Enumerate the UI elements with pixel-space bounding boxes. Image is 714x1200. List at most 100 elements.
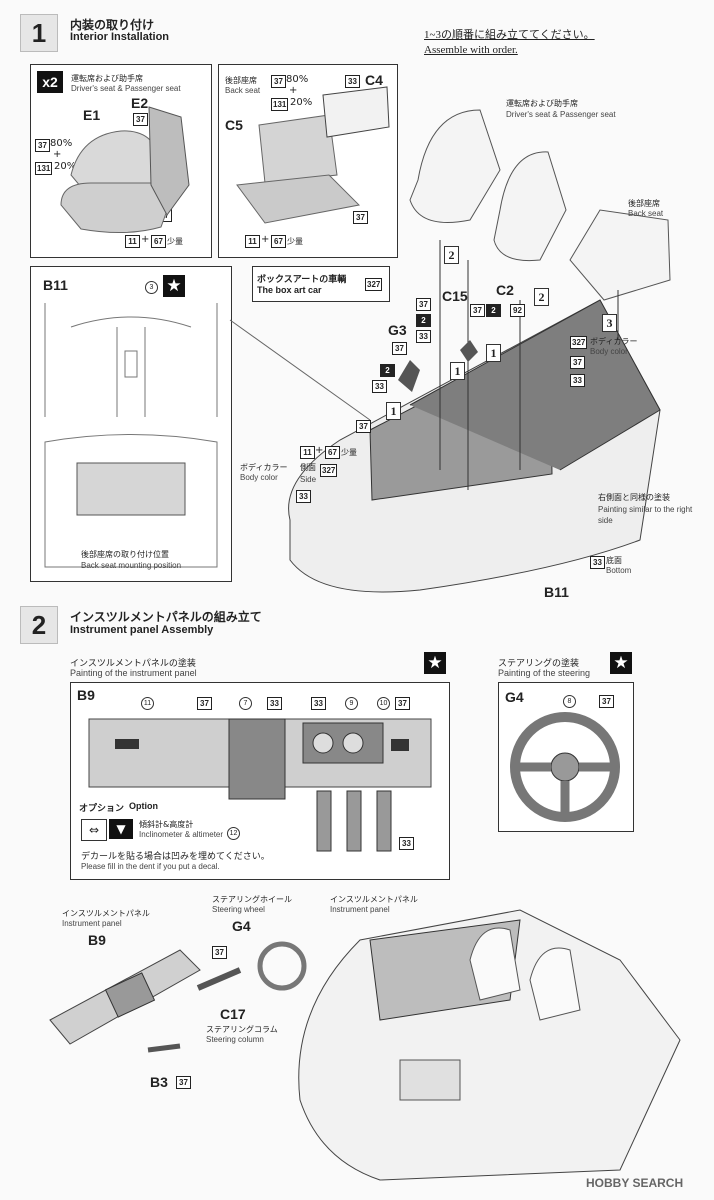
part-c15-label: C15 xyxy=(442,288,468,304)
part-c17-label: C17 xyxy=(220,1006,246,1022)
sequence-1-marker: 1 xyxy=(486,344,501,362)
front-seats-main-en: Driver's seat & Passenger seat xyxy=(506,110,616,119)
part-c5-label: C5 xyxy=(225,117,243,133)
steering-paint-box: G4 8 37 xyxy=(498,682,634,832)
paint-33-chip: 33 xyxy=(267,697,282,710)
box-art-label-jp: ボックスアートの車輌 xyxy=(257,275,347,285)
paint-37-chip: 37 xyxy=(133,113,148,126)
dent-icon: ▼ xyxy=(109,819,133,839)
steering-column-label-jp: ステアリングコラム xyxy=(206,1025,278,1034)
paint-37-chip: 37 xyxy=(570,356,585,369)
body-color-code-chip: 327 xyxy=(570,336,588,349)
c4-paint-chip: 33 xyxy=(345,75,360,88)
mix-b-code: 131 xyxy=(35,162,53,175)
part-e1-label: E1 xyxy=(83,107,101,123)
mix-b-pct: 20% xyxy=(290,97,313,108)
side-jp: 側面 xyxy=(300,463,316,472)
panel-paint-label-jp: インスツルメントパネルの塗装 xyxy=(70,659,196,669)
paint-37-chip: 37 xyxy=(599,695,614,708)
sequence-2-marker: 2 xyxy=(444,246,459,264)
part-b9-assembly-label: B9 xyxy=(88,932,106,948)
panel2-label-jp: インスツルメントパネル xyxy=(330,895,418,904)
inclinometer-en: Inclinometer & altimeter xyxy=(139,830,224,839)
back-seat-box: 後部座席 Back seat 37 80% + 131 20% 33 C4 C5… xyxy=(218,64,398,258)
mix-plus: + xyxy=(53,149,62,160)
part-g4-assembly-label: G4 xyxy=(232,918,251,934)
steering-paint-label-jp: ステアリングの塗装 xyxy=(498,659,580,669)
b11-view-box: B11 3 ★ 後部座席の取り付け位置 Back seat mounting p… xyxy=(30,266,232,582)
back-seat-position-jp: 後部座席の取り付け位置 xyxy=(81,550,169,559)
b3-paint-chip: 37 xyxy=(176,1076,191,1089)
panel-assembly-label-en: Instrument panel xyxy=(62,919,122,928)
mix-plus: + xyxy=(289,85,298,96)
panel2-label-en: Instrument panel xyxy=(330,905,390,914)
mix-a-pct: 80% xyxy=(50,138,73,149)
paint-37-chip: 37 xyxy=(470,304,485,317)
box-art-label-en: The box art car xyxy=(257,285,322,295)
option-label-jp: オプション xyxy=(79,804,125,814)
back-seat-label-en: Back seat xyxy=(225,86,261,95)
order-note-en: Assemble with order. xyxy=(424,44,518,56)
panel-paint-box: B9 11 37 7 33 33 9 10 37 オプション Option ⇔ … xyxy=(70,682,450,880)
paint-33-chip: 33 xyxy=(416,330,431,343)
box-art-code-chip: 327 xyxy=(365,278,383,291)
star-icon: ★ xyxy=(424,652,446,674)
step-2-title-jp: インスツルメントパネルの組み立て xyxy=(70,610,262,624)
combo-b-chip: 67 xyxy=(271,235,286,248)
paint-33-chip: 33 xyxy=(372,380,387,393)
step-1-title-jp: 内装の取り付け xyxy=(70,18,155,32)
sequence-1-marker: 1 xyxy=(386,402,401,420)
part-g3-label: G3 xyxy=(388,322,407,338)
box-art-box: ボックスアートの車輌 The box art car 327 xyxy=(252,266,390,302)
panel-assembly-label-jp: インスツルメントパネル xyxy=(62,909,150,918)
circle-11: 11 xyxy=(141,697,154,710)
back-seat-position-en: Back seat mounting position xyxy=(81,561,182,570)
part-c4-label: C4 xyxy=(365,72,383,88)
option-label-en: Option xyxy=(129,801,158,811)
hobby-search-watermark: HOBBY SEARCH xyxy=(586,1176,684,1190)
step-1-number: 1 xyxy=(20,14,58,52)
paint-2-chip: 2 xyxy=(416,314,431,327)
paint-37-chip: 37 xyxy=(353,211,368,224)
back-seat-main-en: Back seat xyxy=(628,209,664,218)
circle-8: 8 xyxy=(563,695,576,708)
paint-37-chip: 37 xyxy=(416,298,431,311)
paint-37-chip: 37 xyxy=(356,420,371,433)
combo-a-chip: 11 xyxy=(245,235,260,248)
back-seat-label-jp: 後部座席 xyxy=(225,76,257,85)
combo-plus: + xyxy=(315,445,324,456)
combo-suffix: 少量 xyxy=(167,237,183,246)
step-2-title-en: Instrument panel Assembly xyxy=(70,624,214,636)
paint-2-chip: 2 xyxy=(380,364,395,377)
mix-a-pct: 80% xyxy=(286,74,309,85)
step-1-title-en: Interior Installation xyxy=(70,31,170,43)
circle-7: 7 xyxy=(239,697,252,710)
inclinometer-jp: 傾斜計&高度計 xyxy=(139,820,194,829)
pedal-paint-chip: 33 xyxy=(399,837,414,850)
paint-37-chip: 37 xyxy=(212,946,227,959)
paint-33-chip: 33 xyxy=(296,490,311,503)
paint-92-chip: 92 xyxy=(510,304,525,317)
front-seats-label-en: Driver's seat & Passenger seat xyxy=(71,84,181,93)
mix-b-pct: 20% xyxy=(54,161,77,172)
body-color-jp: ボディカラー xyxy=(240,463,288,472)
mix-b-code: 131 xyxy=(271,98,289,111)
circle-9: 9 xyxy=(345,697,358,710)
body-color-en: Body color xyxy=(590,347,628,356)
order-note-jp: 1~3の順番に組み立ててください。 xyxy=(424,29,595,41)
part-b9-label: B9 xyxy=(77,687,95,703)
part-c2-label: C2 xyxy=(496,282,514,298)
steering-column-label-en: Steering column xyxy=(206,1035,264,1044)
front-seats-label-jp: 運転席および助手席 xyxy=(71,74,143,83)
star-icon: ★ xyxy=(163,275,185,297)
star-icon: ★ xyxy=(610,652,632,674)
combo-suffix: 少量 xyxy=(341,448,357,457)
decal-note-en: Please fill in the dent if you put a dec… xyxy=(81,862,220,871)
body-color-en: Body color xyxy=(240,473,278,482)
combo-a-chip: 11 xyxy=(125,235,140,248)
bottom-en: Bottom xyxy=(606,566,632,575)
fill-in-icon: ⇔ xyxy=(81,819,107,841)
front-seats-main-jp: 運転席および助手席 xyxy=(506,99,578,108)
circle-3: 3 xyxy=(145,281,158,294)
combo-b-chip: 67 xyxy=(151,235,166,248)
